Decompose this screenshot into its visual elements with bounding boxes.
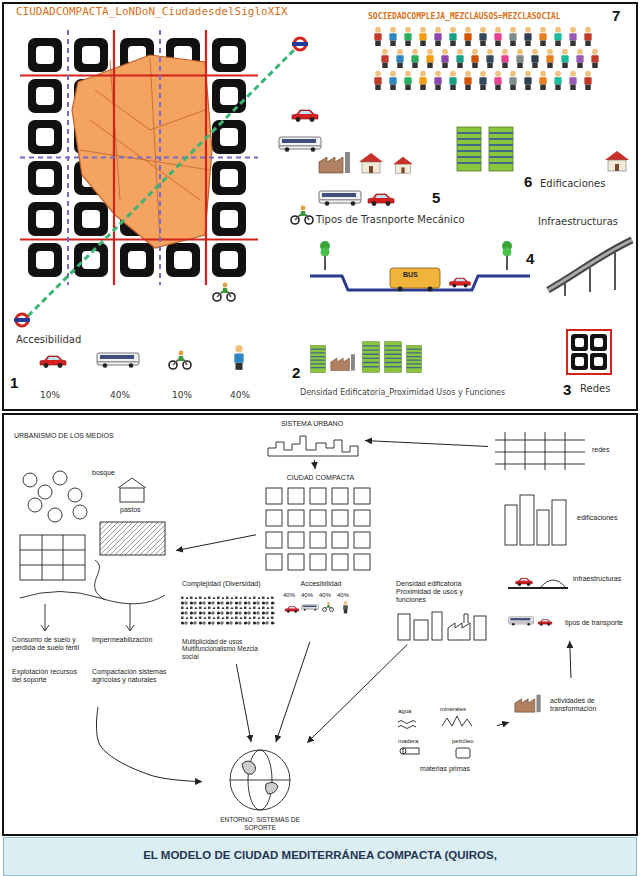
flow-arrow <box>497 722 509 725</box>
callout-number: 7 <box>612 7 620 24</box>
transport-row <box>319 191 394 206</box>
flow-arrow <box>314 460 316 469</box>
sketch-label: madera <box>398 738 418 745</box>
flow-arrow <box>176 535 256 551</box>
vehicle-text: BUS <box>403 271 418 279</box>
sketch-item: tipos de transporte <box>505 608 633 638</box>
percentage: 40% <box>337 592 349 599</box>
metro-line <box>14 38 308 326</box>
caption-text: EL MODELO DE CIUDAD MEDITERRÁNEA COMPACT… <box>4 838 636 861</box>
percentage: 40% <box>110 390 130 400</box>
item-label: Accesibilidad <box>16 334 81 346</box>
item-heading: ENTORNO: SISTEMAS DE SOPORTE <box>207 816 313 831</box>
sketch-label: agua <box>398 708 411 715</box>
percentage: 40% <box>319 592 331 599</box>
sketch-label: bosque <box>92 469 115 477</box>
item-heading: Accesibilidad <box>284 580 358 588</box>
item-label: Edificaciones <box>540 178 605 190</box>
sketch-label: minerales <box>440 706 466 713</box>
percentage: 10% <box>172 390 192 400</box>
item-label: Infraestructuras <box>538 216 618 228</box>
percentage: 40% <box>301 592 313 599</box>
percentage: 40% <box>230 390 250 400</box>
sketch-item: Accesibilidad <box>282 578 360 640</box>
sketch-label: Consumo de suelo y pérdida de suelo fért… <box>12 636 87 652</box>
item-heading: edificaciones <box>577 514 631 522</box>
callout-number: 6 <box>524 173 532 190</box>
flow-arrow <box>307 644 407 742</box>
sketch-item: actividades de transformación <box>512 680 632 730</box>
item-label: Tipos de Trasnporte Mecánico <box>316 214 465 226</box>
sketch-item: SISTEMA URBANO <box>262 418 362 458</box>
flow-arrow <box>365 441 488 447</box>
flow-arrow <box>276 642 310 742</box>
sketch-label: Impermeabilización <box>92 636 170 644</box>
sketch-item: Complejidad (Diversidad) Multiplicidad de… <box>178 578 278 662</box>
sketch-item: infraestructuras <box>505 560 633 598</box>
item-heading: CIUDAD COMPACTA <box>260 474 381 482</box>
item-label: Redes <box>580 383 610 395</box>
item-body: Multiplicidad de usos Multifuncionalismo… <box>182 638 276 660</box>
sketch-label: Explotación recursos del soporte <box>12 668 87 684</box>
sketch-item: redes <box>490 425 633 475</box>
item-heading: SISTEMA URBANO <box>264 420 360 428</box>
item-heading: Complejidad (Diversidad) <box>182 580 276 588</box>
heading-label: SOCIEDADCOMPLEJA_MEZCLAUSOS=MEZCLASOCIAL <box>368 12 561 21</box>
sketch-item: ENTORNO: SISTEMAS DE SOPORTE <box>205 745 315 833</box>
item-label: Densidad Edificatoria_Proximidad Usos y … <box>300 388 505 397</box>
item-heading: redes <box>592 446 631 454</box>
road-infrastructure <box>310 240 632 296</box>
accessibility-row <box>40 345 244 370</box>
callout-number: 4 <box>526 250 534 267</box>
building-row <box>319 127 629 173</box>
street-lines <box>20 30 258 285</box>
flow-arrow <box>570 641 571 678</box>
flow-arrow <box>97 707 203 782</box>
sketch-item: CIUDAD COMPACTA <box>258 472 383 572</box>
percentage: 10% <box>40 390 60 400</box>
sketch-item: edificaciones <box>500 488 633 548</box>
item-heading: Densidad edificatoria Proximidad de usos… <box>396 580 490 604</box>
percentage: 40% <box>283 592 295 599</box>
people-rows <box>374 27 598 90</box>
item-heading: URBANISMO DE LOS MEDIOS <box>14 432 171 440</box>
sketch-label: pastos <box>120 506 141 514</box>
callout-number: 3 <box>563 381 571 398</box>
callout-number: 5 <box>432 189 440 206</box>
sketch-vehicles <box>285 578 552 712</box>
network-icon <box>567 330 611 374</box>
sketch-item: URBANISMO DE LOS MEDIOS <box>8 430 173 705</box>
sketch-item: Densidad edificatoria Proximidad de usos… <box>392 578 492 643</box>
sketch-drawings <box>20 432 585 810</box>
sketch-label: petróleo <box>452 738 474 745</box>
caption-box: EL MODELO DE CIUDAD MEDITERRÁNEA COMPACT… <box>3 837 637 876</box>
density-row <box>311 342 422 373</box>
item-heading: tipos de transporte <box>565 619 631 627</box>
item-heading: actividades de transformación <box>550 697 630 713</box>
sketch-label: Compactación sistemas agrícolas y natura… <box>92 668 170 684</box>
bottom-panel-frame <box>3 414 637 835</box>
callout-number: 1 <box>10 374 18 391</box>
flow-arrow <box>236 664 251 742</box>
callout-number: 2 <box>292 364 300 381</box>
item-heading: infraestructuras <box>573 575 631 583</box>
top-panel-frame <box>3 3 637 410</box>
panel-title: CIUDADCOMPACTA_LoNDoN_CiudadesdelSigloXI… <box>16 6 288 19</box>
vehicle-icons <box>213 110 321 301</box>
item-heading: materias primas <box>397 765 493 773</box>
